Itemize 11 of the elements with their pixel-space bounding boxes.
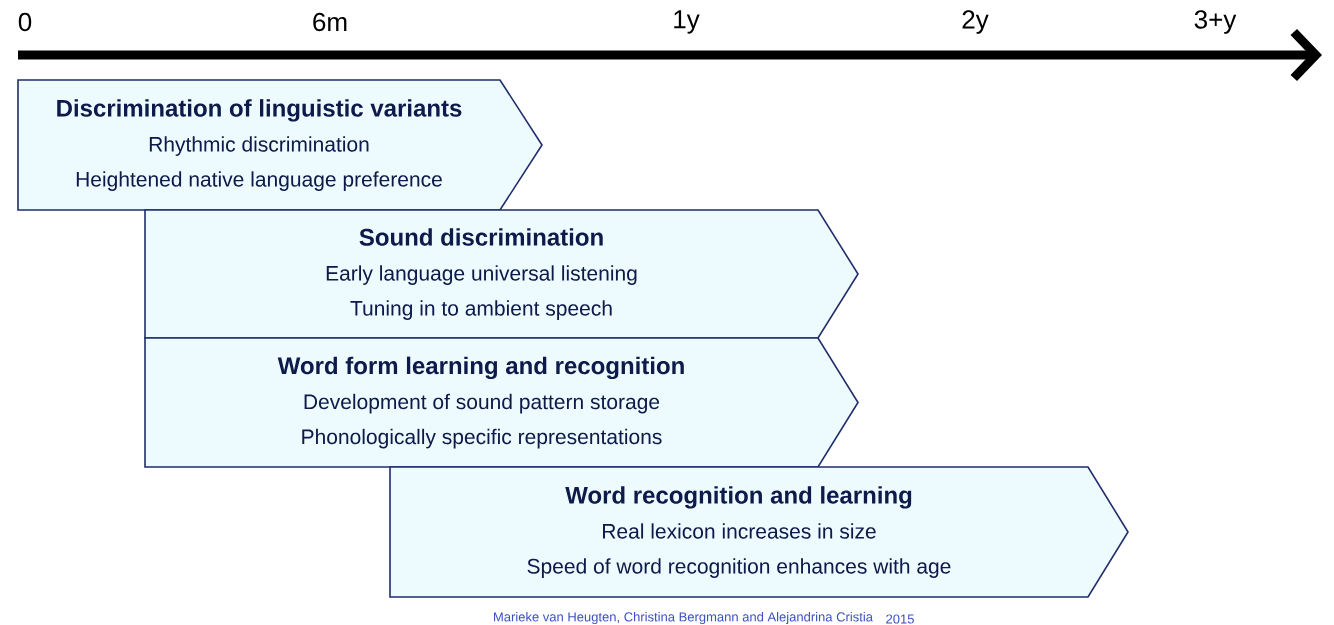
- tick-label: 3+y: [1194, 10, 1237, 34]
- phase-box: Sound discrimination Early language universal listening Tuning in to ambient speech: [144, 209, 859, 339]
- tick-label: 1y: [674, 10, 700, 34]
- phase-box: Word form learning and recognition Development of sound pattern storage Phonologically specific representations: [144, 337, 859, 468]
- credit-text: 2015: [886, 614, 914, 624]
- phase-box: Word recognition and learning Real lexicon increases in size Speed of word recognition enhances with age: [389, 466, 1129, 598]
- phase-box: Discrimination of linguistic variants Rhythmic discrimination Heightened native language preference: [17, 79, 543, 211]
- tick-label: 6m: [313, 12, 347, 32]
- tick-label: 0: [18, 12, 32, 32]
- tick-label: 2y: [962, 10, 989, 34]
- credit-text: Marieke van Heugten, Christina Bergmann and Alejandrina Cristia: [494, 611, 873, 625]
